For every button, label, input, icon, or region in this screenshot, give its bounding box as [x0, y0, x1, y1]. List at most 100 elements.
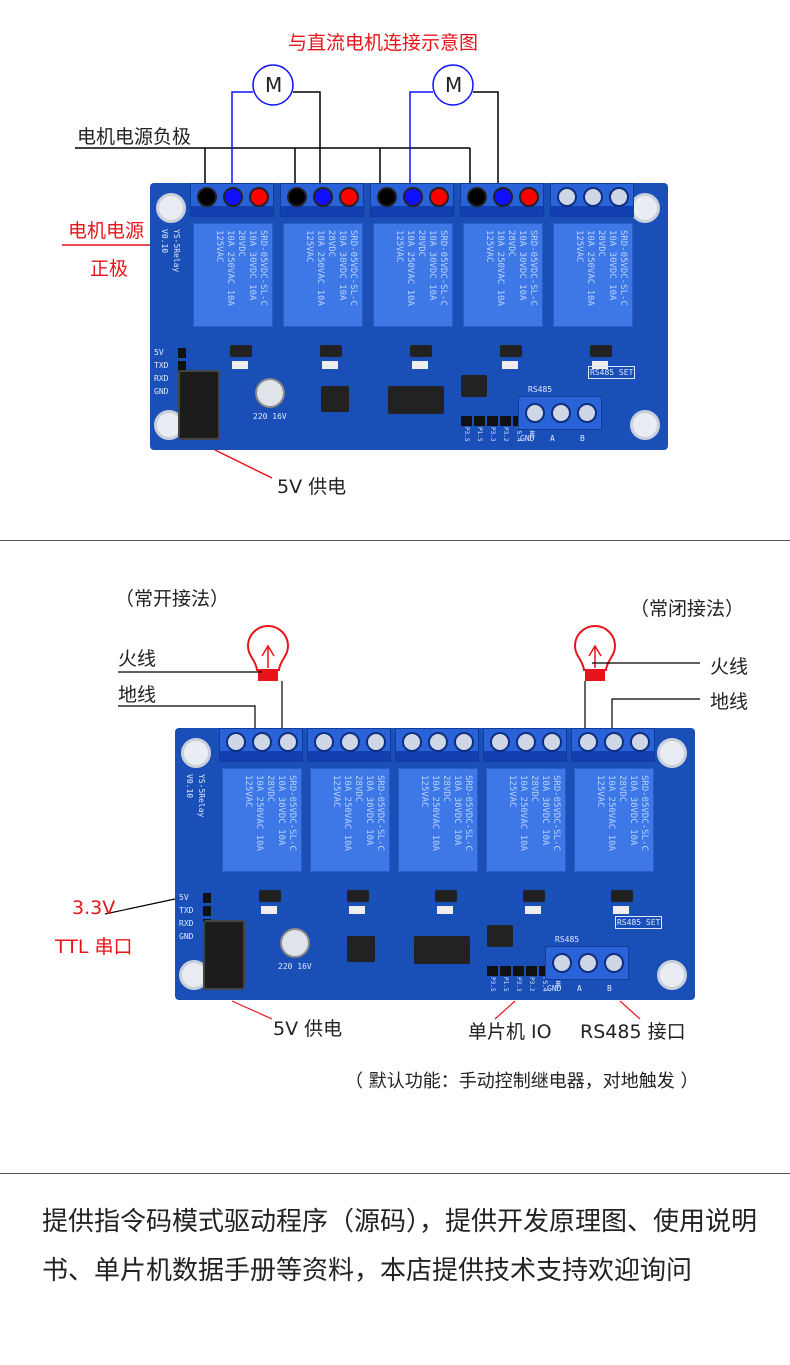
mounting-hole: [657, 960, 687, 990]
pin-label: GND: [179, 932, 194, 941]
screw-terminal: [483, 728, 567, 762]
footer-description: 提供指令码模式驱动程序（源码），提供开发原理图、使用说明书、单片机数据手册等资料…: [42, 1207, 758, 1286]
rs485-pin-label: B: [580, 434, 585, 443]
terminal-base: [572, 751, 654, 761]
relay-spec: 10A 250VAC 10A 125VAC: [419, 775, 440, 851]
normally-closed-label: （常闭接法）: [630, 598, 745, 620]
relay-spec: SRD-05VDC-SL-C: [348, 230, 358, 306]
relay-spec: 10A 250VAC 10A 125VAC: [574, 230, 595, 306]
mounting-hole: [181, 738, 211, 768]
relay-spec: 10A 30VDC 10A 28VDC: [529, 775, 550, 846]
io-pin-label: P3.2: [501, 427, 509, 442]
header-pin: [203, 893, 211, 903]
capacitor-label: 220 16V: [253, 412, 287, 421]
voltage-regulator: [320, 386, 349, 412]
screw-icon: [516, 732, 536, 752]
wire-dot: [197, 187, 217, 207]
pin-label: 5V: [179, 893, 189, 902]
relay-spec: 10A 250VAC 10A 125VAC: [595, 775, 616, 851]
default-function-note: （ 默认功能：手动控制继电器，对地触发 ）: [345, 1071, 699, 1092]
power-label: 5V 供电: [273, 1018, 343, 1040]
relay-spec: 10A 30VDC 10A 28VDC: [236, 230, 257, 301]
live-wire-label: 火线: [118, 648, 157, 670]
io-pin-label: P3.3: [488, 427, 496, 442]
screw-terminal: [190, 183, 274, 217]
led: [592, 361, 608, 369]
light-bulb-icon: [573, 625, 617, 681]
wire-dot: [493, 187, 513, 207]
led: [232, 361, 248, 369]
terminal-base: [308, 751, 390, 761]
screw-terminal: [395, 728, 479, 762]
io-pin-label: P3.3: [515, 977, 522, 992]
screw-icon: [578, 732, 598, 752]
wire-dot: [287, 187, 307, 207]
header-pin: [178, 348, 186, 358]
io-pin: [500, 966, 511, 976]
relay-spec: SRD-05VDC-SL-C: [639, 775, 649, 851]
screw-icon: [226, 732, 246, 752]
io-pin-label: P5.4: [541, 977, 548, 992]
wire-dot: [429, 187, 449, 207]
pin-label: RXD: [179, 919, 194, 928]
relay-spec: 10A 30VDC 10A 28VDC: [416, 230, 437, 301]
motor-wires: [231, 91, 433, 192]
transistor: [435, 890, 457, 902]
ttl-voltage-label: 3.3V: [72, 897, 116, 919]
relay-spec: 10A 30VDC 10A 28VDC: [506, 230, 527, 301]
positive-label: 电机电源: [68, 220, 145, 242]
relay-spec: SRD-05VDC-SL-C: [618, 230, 628, 306]
screw-icon: [402, 732, 422, 752]
io-pin-label: GND: [554, 977, 561, 988]
pin-label: TXD: [179, 906, 194, 915]
mounting-hole: [630, 410, 660, 440]
io-pin-label: P3.5: [462, 427, 470, 442]
mounting-hole: [657, 738, 687, 768]
board-version: V0.10: [185, 774, 194, 799]
light-bulb-icon: [246, 625, 290, 681]
capacitor-label: 220 16V: [278, 962, 312, 971]
terminal-base: [281, 206, 363, 216]
screw-icon: [604, 732, 624, 752]
wire-dot: [339, 187, 359, 207]
relay-spec: 10A 250VAC 10A 125VAC: [394, 230, 415, 306]
relay-spec: SRD-05VDC-SL-C: [551, 775, 561, 851]
transistor: [230, 345, 252, 357]
led: [437, 906, 453, 914]
terminal-base: [396, 751, 478, 761]
screw-icon: [604, 953, 624, 973]
transistor: [523, 890, 545, 902]
pin-label: TXD: [154, 361, 169, 370]
board-version: V0.10: [160, 229, 169, 254]
relay-spec: 10A 30VDC 10A 28VDC: [441, 775, 462, 846]
led: [349, 906, 365, 914]
relay-spec: 10A 30VDC 10A 28VDC: [326, 230, 347, 301]
positive-label-2: 正极: [90, 258, 129, 280]
terminal-base: [191, 206, 273, 216]
io-pin: [460, 416, 472, 426]
screw-terminal: [307, 728, 391, 762]
led: [525, 906, 541, 914]
capacitor: [280, 928, 310, 958]
pin-label: RXD: [154, 374, 169, 383]
rs485-chip: [460, 375, 487, 397]
mcu-chip: [388, 386, 445, 414]
rs485-set-label: RS485 SET: [588, 366, 636, 379]
dc-power-jack: [203, 920, 245, 990]
rs485-pin-label: A: [550, 434, 555, 443]
terminal-base: [371, 206, 453, 216]
mcu-io-label: 单片机 IO: [468, 1021, 552, 1043]
voltage-regulator: [346, 936, 375, 962]
motor-icon: [252, 64, 294, 106]
wire-dot: [249, 187, 269, 207]
section1-title: 与直流电机连接示意图: [288, 32, 479, 54]
screw-icon: [630, 732, 650, 752]
io-pin: [539, 966, 550, 976]
io-pin-label: P3.5: [489, 977, 496, 992]
relay-spec: 10A 250VAC 10A 125VAC: [243, 775, 264, 851]
relay-spec: 10A 30VDC 10A 28VDC: [265, 775, 286, 846]
io-pin: [526, 966, 537, 976]
screw-icon: [454, 732, 474, 752]
